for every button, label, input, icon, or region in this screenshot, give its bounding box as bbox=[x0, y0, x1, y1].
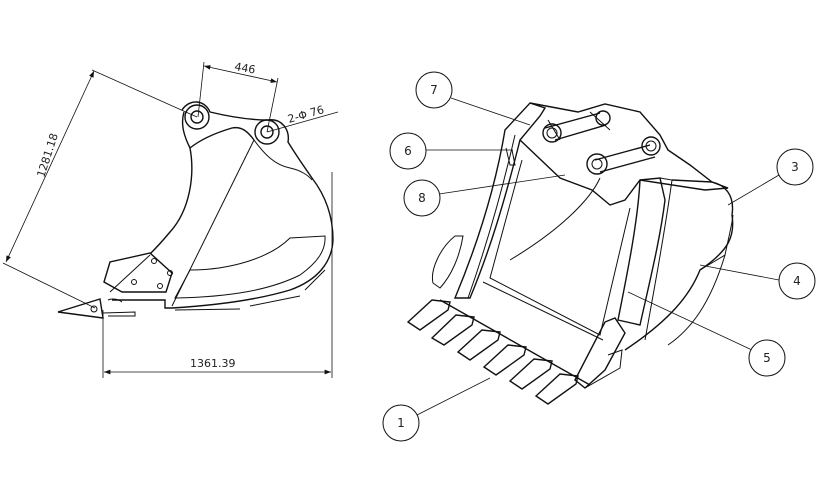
callout-4: 4 bbox=[778, 262, 816, 300]
side-view: 446 2-Φ 76 1281.18 1361.39 bbox=[2, 60, 339, 378]
svg-text:7: 7 bbox=[430, 83, 438, 97]
iso-view: 7 6 8 3 4 5 1 bbox=[382, 71, 816, 442]
bucket-side-outline bbox=[112, 101, 334, 309]
teeth bbox=[406, 299, 579, 405]
svg-text:8: 8 bbox=[418, 191, 426, 205]
dim-length: 1361.39 bbox=[190, 357, 236, 370]
callout-5: 5 bbox=[748, 339, 786, 377]
callout-7: 7 bbox=[415, 71, 453, 109]
dim-height: 1281.18 bbox=[34, 132, 60, 179]
callout-8: 8 bbox=[403, 179, 441, 217]
callout-1: 1 bbox=[382, 404, 420, 442]
callout-3: 3 bbox=[776, 148, 814, 186]
svg-text:4: 4 bbox=[793, 274, 801, 288]
dim-pin-diameter: 2-Φ 76 bbox=[286, 103, 325, 126]
svg-text:6: 6 bbox=[404, 144, 412, 158]
dim-pin-spacing: 446 bbox=[233, 60, 256, 76]
svg-text:5: 5 bbox=[763, 351, 771, 365]
callout-6: 6 bbox=[389, 132, 427, 170]
svg-text:1: 1 bbox=[397, 416, 405, 430]
svg-text:3: 3 bbox=[791, 160, 799, 174]
pin-1 bbox=[184, 104, 210, 130]
pin-2 bbox=[254, 119, 280, 145]
